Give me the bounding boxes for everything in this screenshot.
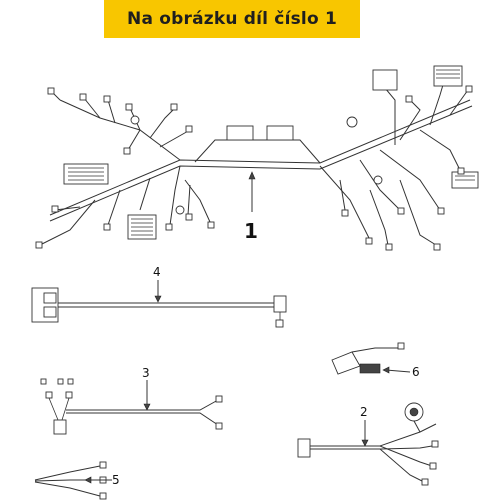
part-4-harness[interactable] <box>31 287 287 328</box>
callout-2-label: 2 <box>360 405 368 419</box>
callout-5-label: 5 <box>112 473 120 487</box>
callout-2: 2 <box>360 405 369 447</box>
callout-4-label: 4 <box>153 265 161 279</box>
callout-6-label: 6 <box>412 365 420 379</box>
title-banner: Na obrázku díl číslo 1 <box>104 0 360 38</box>
banner-text: Na obrázku díl číslo 1 <box>127 9 337 29</box>
callout-3: 3 <box>142 366 151 411</box>
part-3-harness[interactable] <box>40 378 223 435</box>
part-6-connector[interactable] <box>331 342 405 375</box>
part-2-harness[interactable] <box>297 402 439 486</box>
main-wiring-harness[interactable] <box>35 65 479 251</box>
callout-5: 5 <box>84 473 120 487</box>
callout-1-label: 1 <box>244 219 258 243</box>
callout-3-label: 3 <box>142 366 150 380</box>
callout-4: 4 <box>153 265 162 303</box>
callout-1: 1 <box>244 171 258 243</box>
callout-6: 6 <box>382 365 420 379</box>
